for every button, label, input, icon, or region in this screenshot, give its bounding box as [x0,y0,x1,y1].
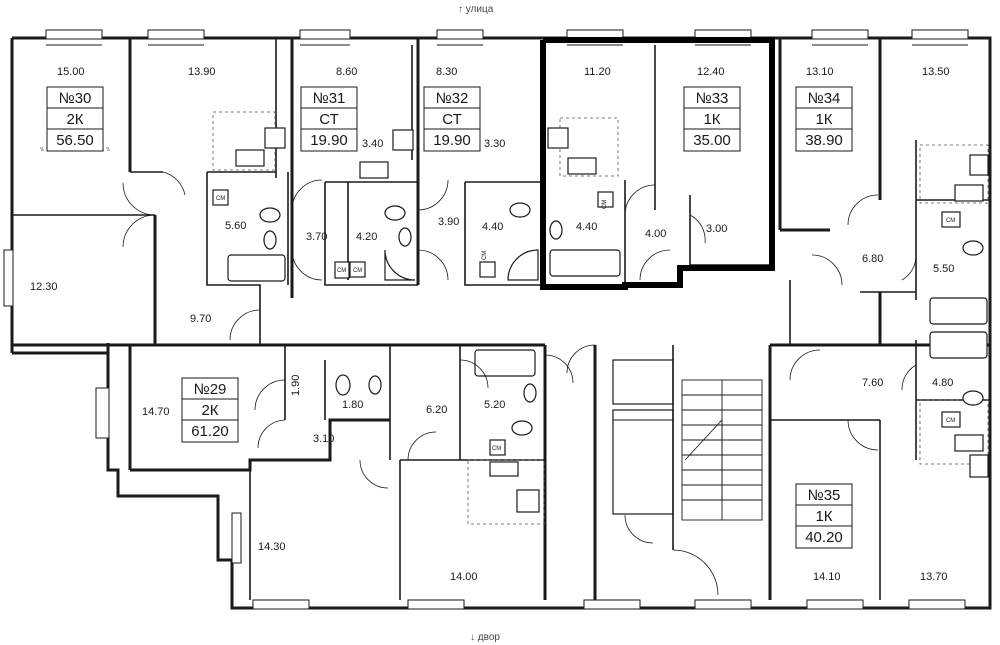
fixtures [212,127,989,513]
interior-walls [12,38,990,600]
washer-label: СМ [602,200,608,209]
room-area: 4.20 [356,231,377,243]
apartment-label-box [423,86,481,152]
washer-label: СМ [492,446,501,452]
room-area: 4.80 [932,377,953,389]
apartment-number: №32 [436,90,469,107]
room-area: 9.70 [190,313,211,325]
washer-label: СМ [946,218,955,224]
room-area: 3.10 [313,433,334,445]
room-area: 3.00 [706,223,727,235]
washer-label: СМ [353,268,362,274]
room-area: 11.20 [584,66,611,78]
apartment-number: №31 [313,90,346,107]
room-area: 13.50 [922,66,950,78]
room-area: 15.00 [57,66,85,78]
apartment-label-box [181,377,239,443]
room-area-labels: 15.00 13.90 8.60 8.30 11.20 12.40 13.10 … [30,66,954,583]
room-area: 4.40 [482,221,503,233]
room-area: 13.90 [188,66,216,78]
apartment-type: 2К [66,111,83,128]
room-area: 13.10 [806,66,834,78]
apartment-area: 35.00 [693,132,731,149]
apartment-label-box [795,483,853,549]
doors [122,171,917,596]
room-area: 3.40 [362,138,383,150]
room-area: 4.40 [576,221,597,233]
highlighted-apartment-outline [540,37,775,290]
room-area: 13.70 [920,571,948,583]
apartment-type: 1К [815,508,832,525]
apartment-area: 61.20 [191,423,229,440]
apartment-area: 56.50 [56,132,94,149]
apartment-number: №29 [194,381,227,398]
room-area: 14.70 [142,406,170,418]
apartment-number: №30 [59,90,92,107]
outer-walls [3,29,992,610]
apartment-label-a35: №35 1К 40.20 [795,483,853,549]
room-area: 14.00 [450,571,478,583]
apartment-type: СТ [319,111,339,128]
apartment-number: №33 [696,90,729,107]
washer-labels: СМ СМ СМ СМ СМ СМ СМ СМ [216,196,955,452]
room-area: 8.60 [336,66,357,78]
room-area: 1.90 [290,375,302,396]
washer-label: СМ [216,196,225,202]
washer-label: СМ [482,251,488,260]
street-direction-label: ↑ улица [458,4,494,15]
apartment-number: №35 [808,487,841,504]
room-area: 12.40 [697,66,725,78]
apartment-type: СТ [442,111,462,128]
room-area: 5.60 [225,220,246,232]
room-area: 6.20 [426,404,447,416]
room-area: 3.90 [438,216,459,228]
apartment-label-box [683,86,741,152]
apartment-type: 1К [703,111,720,128]
apartment-label-a29: №29 2К 61.20 [181,377,239,443]
apartment-label-a33: №33 1К 35.00 [683,86,741,152]
room-area: 3.30 [484,138,505,150]
apartment-label-box [795,86,853,152]
room-area: 7.60 [862,377,883,389]
apartment-label-a30: №30 2К 56.50 [46,86,104,152]
room-area: 8.30 [436,66,457,78]
apartment-area: 38.90 [805,132,843,149]
apartment-number: №34 [808,90,841,107]
room-area: 3.70 [306,231,327,243]
room-area: 14.10 [813,571,841,583]
room-area: 5.50 [933,263,954,275]
apartment-area: 19.90 [433,132,471,149]
room-area: 4.00 [645,228,666,240]
room-area: 12.30 [30,281,58,293]
room-area: 14.30 [258,541,286,553]
apartment-area: 40.20 [805,529,843,546]
apartment-type: 1К [815,111,832,128]
room-area: 5.20 [484,399,505,411]
room-area: 1.80 [342,399,363,411]
washer-label: СМ [946,418,955,424]
apartment-label-box [46,86,104,152]
apartment-type: 2К [201,402,218,419]
room-area: 6.80 [862,253,883,265]
apartment-label-box [300,86,358,152]
apartment-label-a34: №34 1К 38.90 [795,86,853,152]
apartment-area: 19.90 [310,132,348,149]
washer-label: СМ [337,268,346,274]
yard-direction-label: ↓ двор [470,632,500,643]
